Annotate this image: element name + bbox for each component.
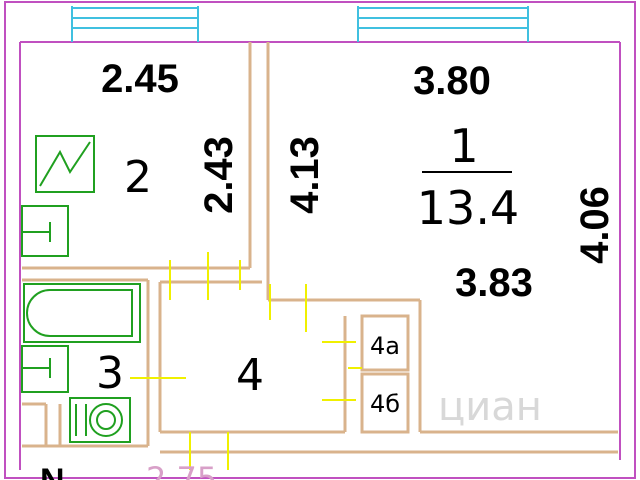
room1-depth-right: 4.06 [573, 186, 617, 264]
room4-number: 4 [236, 350, 264, 401]
window-top-right [357, 6, 529, 42]
interior-walls [22, 42, 618, 454]
door-openings [130, 252, 362, 470]
room2-width: 2.45 [101, 57, 179, 101]
room2-number: 2 [124, 152, 152, 203]
bottom-dimension: 2.75 [146, 460, 217, 480]
bottom-left-label: N [40, 462, 65, 480]
room1-area: 13.4 [417, 181, 519, 235]
toilet-icon [69, 397, 131, 443]
room3-number: 3 [96, 348, 124, 399]
electric-panel-icon [35, 135, 95, 193]
room2-depth: 2.43 [197, 136, 241, 214]
room1-depth-left: 4.13 [283, 136, 327, 214]
room1-width-bottom: 3.83 [455, 261, 533, 305]
window-top-left [71, 6, 199, 42]
bathtub-icon [23, 283, 141, 343]
room4b-number: 4б [370, 390, 400, 418]
room4a-number: 4а [370, 332, 400, 360]
sink-icon [21, 205, 69, 257]
sink-icon [21, 345, 69, 393]
room1-width: 3.80 [413, 59, 491, 103]
watermark-text: циан [438, 384, 542, 430]
outer-walls [4, 1, 636, 479]
room1-number: 1 [449, 119, 478, 173]
